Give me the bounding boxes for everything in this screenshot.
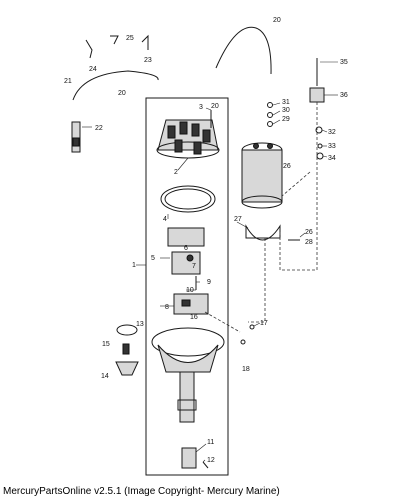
nut-34[interactable] — [316, 152, 324, 160]
callout-26: 26 — [283, 163, 291, 170]
leader-lines — [82, 61, 338, 463]
dashed-bracket-path — [248, 238, 266, 323]
dashed-coil-path — [281, 171, 311, 197]
callout-12: 12 — [207, 457, 215, 464]
callout-4: 4 — [163, 216, 167, 223]
nut-31[interactable] — [267, 102, 273, 108]
callout-31: 31 — [282, 99, 290, 106]
washer-30[interactable] — [267, 112, 273, 118]
assembly-boundary — [145, 97, 229, 476]
callout-34: 34 — [328, 155, 336, 162]
callout-26-screw: 26 — [305, 229, 313, 236]
rotor-assembly[interactable] — [167, 227, 205, 275]
hold-down-clamp[interactable] — [115, 361, 139, 376]
callout-labels: 1 2 3 4 5 6 7 8 9 10 11 12 13 14 15 16 1… — [64, 17, 348, 464]
roll-pin[interactable] — [202, 461, 209, 469]
callout-18: 18 — [242, 366, 250, 373]
ignition-module[interactable] — [173, 293, 209, 315]
cap-gasket[interactable] — [160, 185, 216, 213]
callout-15: 15 — [102, 341, 110, 348]
dashed-module-path — [204, 311, 241, 333]
screw-17[interactable] — [249, 324, 255, 330]
callout-2: 2 — [174, 169, 178, 176]
callout-5: 5 — [151, 255, 155, 262]
callout-22: 22 — [95, 125, 103, 132]
callout-30: 30 — [282, 107, 290, 114]
callout-20-top: 20 — [273, 17, 281, 24]
callout-1: 1 — [132, 262, 136, 269]
dashed-ground-path — [279, 102, 318, 271]
callout-7: 7 — [192, 263, 196, 270]
callout-33: 33 — [328, 143, 336, 150]
callout-20-left: 20 — [118, 90, 126, 97]
callout-27: 27 — [234, 216, 242, 223]
callout-20-center: 20 — [211, 103, 219, 110]
coil-wire[interactable] — [215, 26, 272, 75]
lead-bracket[interactable] — [309, 87, 325, 103]
callout-16: 16 — [190, 314, 198, 321]
callout-9: 9 — [207, 279, 211, 286]
callout-35: 35 — [340, 59, 348, 66]
callout-28: 28 — [305, 239, 313, 246]
callout-3: 3 — [199, 104, 203, 111]
spark-plug-wire[interactable] — [72, 70, 159, 101]
callout-36: 36 — [340, 92, 348, 99]
distributor-cap[interactable] — [156, 119, 220, 159]
ignition-coil[interactable] — [241, 142, 283, 209]
wire-clip-23[interactable] — [141, 34, 149, 50]
drive-gear[interactable] — [181, 447, 197, 469]
callout-17: 17 — [260, 320, 268, 327]
spark-plug[interactable] — [71, 121, 81, 153]
callout-6: 6 — [184, 245, 188, 252]
screw-18[interactable] — [240, 339, 246, 345]
coil-bracket[interactable] — [245, 224, 281, 241]
callout-29: 29 — [282, 116, 290, 123]
wire-clip-24[interactable] — [85, 39, 93, 59]
distributor-housing[interactable] — [151, 327, 225, 423]
callout-8: 8 — [165, 304, 169, 311]
clamp-bolt[interactable] — [122, 343, 130, 355]
callout-25: 25 — [126, 35, 134, 42]
callout-13: 13 — [136, 321, 144, 328]
callout-11: 11 — [207, 439, 214, 446]
washer-29[interactable] — [267, 121, 273, 127]
copyright-footer: MercuryPartsOnline v2.5.1 (Image Copyrig… — [3, 486, 280, 497]
callout-10: 10 — [186, 287, 194, 294]
callout-32: 32 — [328, 129, 336, 136]
washer-33[interactable] — [317, 143, 323, 149]
callout-24: 24 — [89, 66, 97, 73]
callout-14: 14 — [101, 373, 109, 380]
o-ring[interactable] — [116, 324, 138, 336]
callout-23: 23 — [144, 57, 152, 64]
callout-21: 21 — [64, 78, 72, 85]
wire-clip-25[interactable] — [110, 35, 119, 45]
